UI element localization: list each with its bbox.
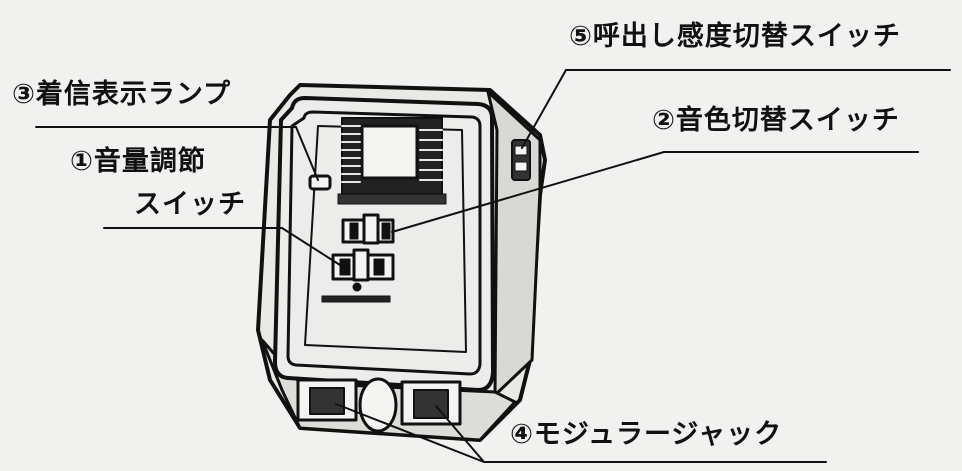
modular-jack-label: ④モジュラージャック (510, 419, 783, 450)
tone-switch-shape (341, 213, 395, 245)
incoming-lamp-shape (308, 174, 332, 191)
volume-switch-label: ①音量調節 (70, 146, 206, 177)
volume-switch-shape (331, 248, 395, 282)
call-sensitivity-switch-label: ⑤呼出し感度切替スイッチ (569, 21, 901, 52)
incoming-lamp-label: ③着信表示ランプ (12, 79, 232, 110)
leader-lines (35, 69, 951, 463)
brand-mark (321, 282, 391, 303)
display-window (337, 117, 447, 205)
tone-switch-label: ②音色切替スイッチ (652, 105, 900, 136)
call-sensitivity-switch-shape (511, 139, 531, 181)
volume-switch-label-line2: スイッチ (134, 189, 246, 220)
